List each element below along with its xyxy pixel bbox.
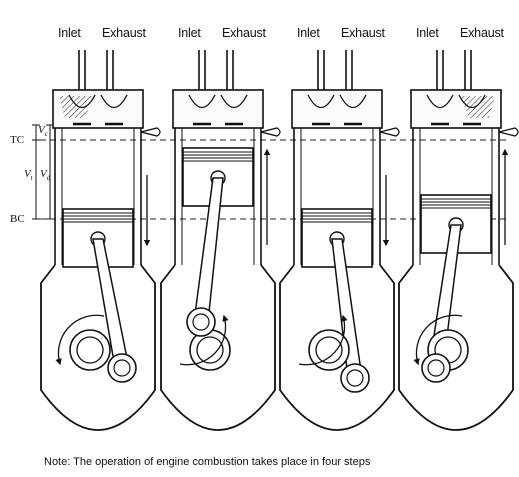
spark-plug xyxy=(260,127,281,137)
cylinder-head xyxy=(291,89,383,129)
crankcase xyxy=(279,264,395,431)
stroke-2-cylinder xyxy=(160,50,281,431)
stroke-1-cylinder xyxy=(40,50,161,431)
exhaust-label-1: Exhaust xyxy=(102,26,146,40)
bottom-center-label: BC xyxy=(10,213,25,225)
stroke-3-cylinder xyxy=(279,50,400,431)
stroke-4-cylinder xyxy=(398,50,519,431)
intake-charge-hatch xyxy=(59,96,93,118)
clearance-volume-label: Vc xyxy=(38,124,48,139)
crankcase xyxy=(398,264,514,431)
exhaust-port xyxy=(220,94,248,109)
crankcase xyxy=(40,264,156,431)
exhaust-port xyxy=(339,94,367,109)
inlet-label-1: Inlet xyxy=(58,26,81,40)
exhaust-label-3: Exhaust xyxy=(341,26,385,40)
inlet-label-2: Inlet xyxy=(178,26,201,40)
exhaust-label-4: Exhaust xyxy=(460,26,504,40)
inlet-port xyxy=(426,94,454,109)
spark-plug xyxy=(379,127,400,137)
top-center-label: TC xyxy=(10,134,25,146)
cylinder-head xyxy=(172,89,264,129)
spark-plug xyxy=(498,127,519,137)
inlet-port xyxy=(188,94,216,109)
caption-note: Note: The operation of engine combustion… xyxy=(44,456,371,468)
inlet-port xyxy=(307,94,335,109)
spark-plug xyxy=(140,127,161,137)
exhaust-port xyxy=(100,94,128,109)
inlet-label-4: Inlet xyxy=(416,26,439,40)
crank-rotation-arrow xyxy=(413,314,463,366)
crank-rotation-arrow xyxy=(298,314,348,366)
inlet-label-3: Inlet xyxy=(297,26,320,40)
crankcase xyxy=(160,264,276,431)
crank-rotation-arrow xyxy=(55,314,105,366)
exhaust-label-2: Exhaust xyxy=(222,26,266,40)
volume-dimension-markers xyxy=(32,124,54,220)
crank-rotation-arrow xyxy=(179,314,229,366)
displacement-volume-label: Vd xyxy=(40,168,51,183)
exhaust-gas-hatch xyxy=(461,96,495,118)
total-volume-label: Vt xyxy=(24,168,33,183)
